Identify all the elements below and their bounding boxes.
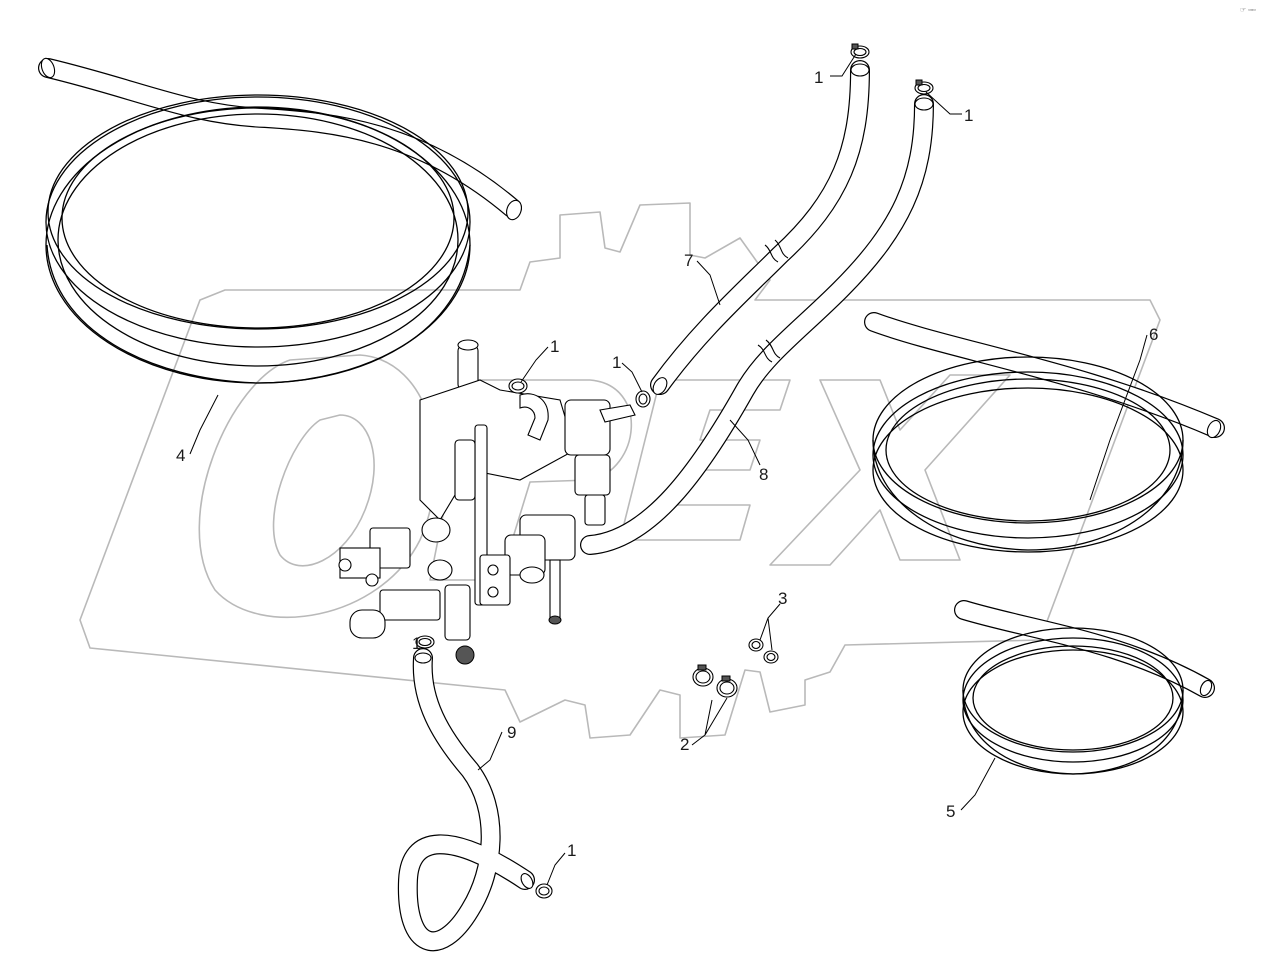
watermark-logo: [79, 202, 1161, 739]
hose-8: [580, 94, 934, 555]
callout-1-lower: 1: [412, 634, 421, 653]
clamp-3-a: [748, 638, 764, 652]
corner-mark: ☞ ▫▫▫: [1240, 7, 1256, 14]
callout-3: 3: [778, 589, 787, 608]
callout-6: 6: [1149, 325, 1158, 344]
callout-1-center-a: 1: [550, 337, 559, 356]
clamp-1-center-a: [508, 378, 528, 394]
watermark-gear: [79, 202, 1161, 739]
watermark-letter-x: [769, 374, 1011, 566]
callout-4: 4: [176, 446, 185, 465]
callout-labels: 1 1 1 1 1 2 3 4 5 6 7 8 9 1: [176, 68, 1158, 860]
callout-9: 9: [507, 723, 516, 742]
callout-1-top-b: 1: [964, 106, 973, 125]
callout-5: 5: [946, 802, 955, 821]
clamp-1-bottom: [535, 883, 553, 899]
leader-lines: [189, 53, 1148, 886]
valve-assembly: [338, 339, 636, 665]
clamp-1-lower: [415, 635, 435, 649]
clamp-3-b: [763, 650, 779, 664]
watermark-letter-o: [198, 354, 437, 619]
clamp-2-b: [716, 675, 738, 698]
clamp-1-top-a: [850, 43, 870, 59]
hose-7: [650, 60, 870, 395]
clamp-1-top-b: [914, 79, 934, 95]
callout-8: 8: [759, 465, 768, 484]
clamp-2-a: [692, 664, 714, 687]
hose-coil-6: [864, 312, 1225, 553]
callout-7: 7: [684, 251, 693, 270]
hose-9: [397, 648, 535, 952]
callout-1-bottom: 1: [567, 841, 576, 860]
watermark-letter-e: [619, 379, 791, 541]
clamp-1-center-b: [635, 390, 651, 408]
callout-2: 2: [680, 735, 689, 754]
hose-coil-4: [38, 57, 522, 384]
callout-1-top-a: 1: [814, 68, 823, 87]
hose-coil-5: [954, 600, 1215, 775]
callout-1-center-b: 1: [612, 353, 621, 372]
